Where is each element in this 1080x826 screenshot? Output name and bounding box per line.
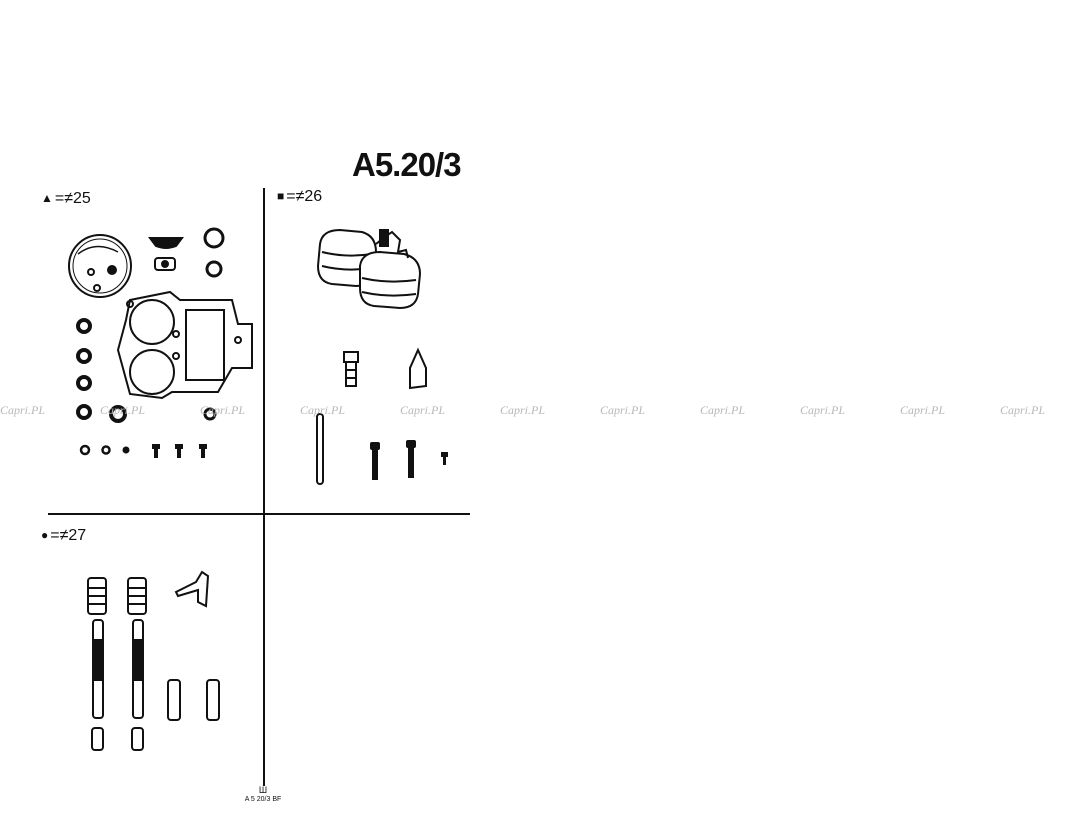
- watermark: Capri.PL: [0, 403, 46, 417]
- o-ring-part: [203, 227, 225, 249]
- figure-code: Ш A 5 20/3 BF: [240, 786, 286, 804]
- watermark: Capri.PL: [500, 403, 546, 417]
- kit-label-25: ▲=≠25: [41, 190, 91, 208]
- spring-cap-part: [87, 577, 147, 615]
- lever-part: [174, 570, 210, 608]
- watermark: Capri.PL: [600, 403, 646, 417]
- page-title: A5.20/3: [352, 146, 462, 183]
- kit-number: =≠27: [50, 527, 87, 544]
- washer-part: [79, 444, 91, 456]
- emulsion-tube-part: [92, 619, 144, 719]
- o-ring-part: [205, 260, 223, 278]
- triangle-icon: ▲: [41, 191, 53, 205]
- watermark: Capri.PL: [200, 403, 246, 417]
- square-icon: ■: [277, 189, 285, 203]
- seal-ring-part: [76, 348, 92, 364]
- seal-ring-part: [76, 375, 92, 391]
- diaphragm-part: [68, 234, 132, 298]
- kit-number: =≠25: [54, 190, 91, 207]
- watermark: Capri.PL: [400, 403, 446, 417]
- watermark: Capri.PL: [800, 403, 846, 417]
- seal-ring-part: [76, 404, 92, 420]
- float-needle-part: [409, 347, 427, 390]
- circle-icon: ●: [41, 528, 49, 542]
- footer-symbol: Ш: [258, 785, 268, 795]
- needle-seat-part: [343, 351, 359, 387]
- watermark-row: Capri.PL Capri.PL Capri.PL Capri.PL Capr…: [0, 403, 1080, 423]
- main-jet-part: [91, 679, 220, 751]
- watermark: Capri.PL: [100, 403, 146, 417]
- seal-strip-part: [148, 237, 184, 249]
- seal-ring-part: [76, 318, 92, 334]
- kit-label-26: ■=≠26: [277, 188, 322, 206]
- seal-ring-part: [109, 405, 127, 423]
- footer-code: A 5 20/3 BF: [244, 796, 282, 803]
- kit-number: =≠26: [286, 188, 323, 205]
- pin-rod-part: [316, 413, 324, 485]
- washer-part: [122, 446, 130, 454]
- washer-part: [101, 445, 111, 455]
- kit-label-27: ●=≠27: [41, 527, 86, 545]
- kit-25-parts: [68, 227, 253, 458]
- kit-27-parts: [87, 570, 220, 751]
- kit-26-parts: [316, 228, 448, 485]
- float-pin-part: [154, 257, 176, 271]
- jet-part: [370, 440, 448, 480]
- seal-ring-part: [203, 407, 217, 421]
- watermark: Capri.PL: [300, 403, 346, 417]
- main-gasket-part: [116, 290, 253, 400]
- watermark: Capri.PL: [700, 403, 746, 417]
- float-assembly-part: [316, 228, 422, 310]
- watermark: Capri.PL: [900, 403, 946, 417]
- watermark: Capri.PL: [1000, 403, 1046, 417]
- small-screw-part: [152, 444, 207, 458]
